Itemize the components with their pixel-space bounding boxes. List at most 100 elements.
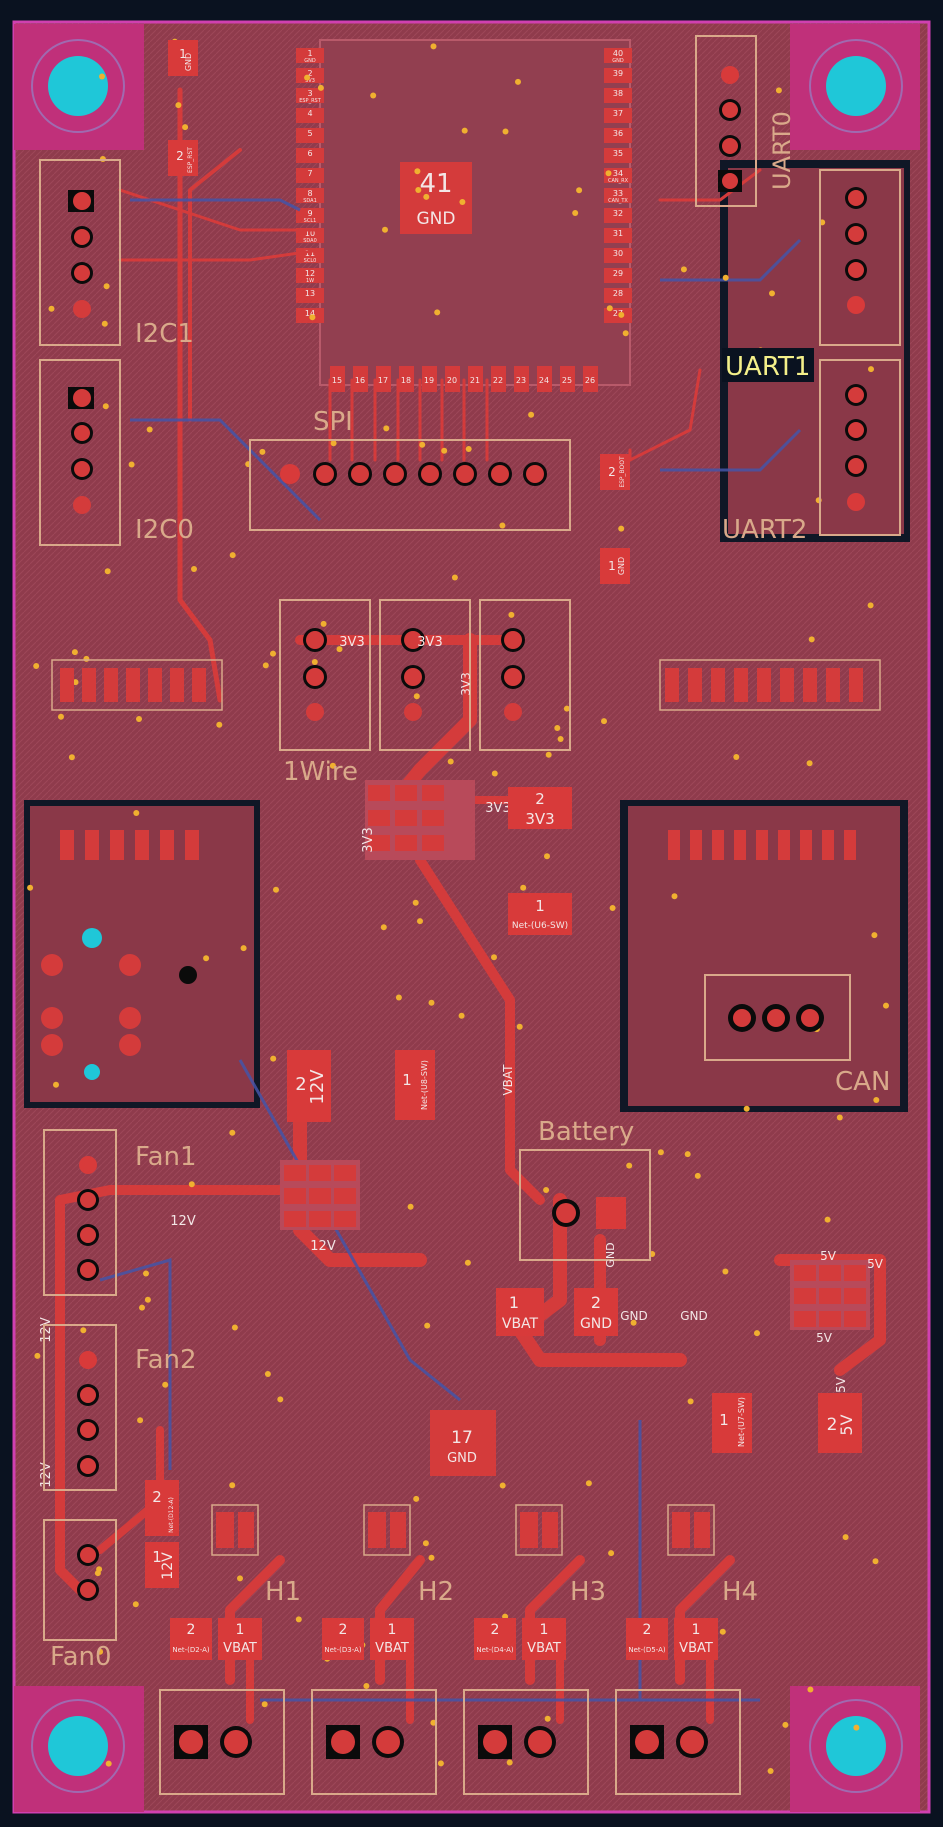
svg-text:28: 28 xyxy=(613,289,623,298)
svg-text:23: 23 xyxy=(516,376,526,385)
svg-text:Net-(D3-A): Net-(D3-A) xyxy=(324,1646,362,1654)
via xyxy=(873,1097,880,1103)
mounting-hole-bl xyxy=(14,1686,144,1812)
module-pin: 36 xyxy=(604,128,632,143)
via xyxy=(105,1760,112,1767)
via xyxy=(415,187,422,193)
via xyxy=(572,210,579,216)
svg-text:25: 25 xyxy=(562,376,572,385)
svg-text:VBAT: VBAT xyxy=(679,1641,713,1656)
via xyxy=(413,693,420,700)
via xyxy=(601,718,607,725)
svg-text:35: 35 xyxy=(613,149,623,158)
svg-text:2: 2 xyxy=(591,1293,601,1312)
module-pin: 5 xyxy=(296,128,324,143)
via xyxy=(71,649,78,656)
via xyxy=(807,1686,814,1693)
via xyxy=(99,73,105,80)
via xyxy=(680,266,687,273)
module-pin: 26 xyxy=(583,366,598,392)
label-fan2: Fan2 xyxy=(135,1345,197,1375)
svg-text:33: 33 xyxy=(613,189,623,198)
via xyxy=(317,84,324,91)
via xyxy=(94,1570,101,1577)
svg-text:26: 26 xyxy=(585,376,595,385)
via xyxy=(657,1149,664,1156)
svg-text:17: 17 xyxy=(378,376,388,385)
via xyxy=(424,1322,431,1329)
svg-text:1: 1 xyxy=(608,559,616,573)
via xyxy=(458,1012,465,1019)
svg-text:18: 18 xyxy=(401,376,411,385)
svg-text:2: 2 xyxy=(152,1488,162,1506)
svg-text:31: 31 xyxy=(613,229,623,238)
svg-text:6: 6 xyxy=(307,149,312,158)
svg-text:1: 1 xyxy=(179,47,187,61)
via xyxy=(754,1330,760,1337)
via xyxy=(146,426,153,433)
via xyxy=(103,283,110,290)
svg-text:VBAT: VBAT xyxy=(527,1641,561,1656)
net-5v-b: 5V xyxy=(867,1257,884,1271)
via xyxy=(520,884,527,891)
svg-text:GND: GND xyxy=(447,1451,477,1466)
label-fan1: Fan1 xyxy=(135,1142,197,1172)
via xyxy=(370,92,377,99)
svg-text:CAN_RX: CAN_RX xyxy=(608,178,629,184)
mounting-hole-tr xyxy=(790,24,920,150)
svg-text:1: 1 xyxy=(388,1622,397,1638)
via xyxy=(782,1721,789,1728)
via xyxy=(464,1259,471,1266)
regulator-5v xyxy=(790,1260,870,1330)
via xyxy=(437,1760,444,1767)
via xyxy=(162,1381,169,1388)
via xyxy=(836,1114,843,1121)
net-12v-b: 12V xyxy=(310,1239,336,1254)
svg-text:2: 2 xyxy=(176,149,184,163)
mounting-hole-br xyxy=(790,1686,920,1812)
module-pin: 24 xyxy=(537,366,552,392)
svg-text:20: 20 xyxy=(447,376,457,385)
via xyxy=(428,999,435,1006)
svg-text:VBAT: VBAT xyxy=(375,1641,409,1656)
net-5v-a: 5V xyxy=(820,1249,837,1263)
left-ic-array xyxy=(41,659,223,1080)
svg-text:15: 15 xyxy=(332,376,342,385)
via xyxy=(585,1480,592,1487)
via xyxy=(557,736,564,742)
module-pin: 23 xyxy=(514,366,529,392)
svg-text:36: 36 xyxy=(613,129,623,138)
via xyxy=(576,187,583,194)
svg-text:Net-(U8-SW): Net-(U8-SW) xyxy=(420,1060,429,1110)
via xyxy=(191,566,197,572)
svg-text:1: 1 xyxy=(236,1622,245,1638)
label-uart1: UART1 xyxy=(725,352,810,382)
module-pin: 4 xyxy=(296,108,324,123)
via xyxy=(423,193,430,200)
via xyxy=(175,102,182,109)
svg-text:2: 2 xyxy=(339,1622,348,1638)
via xyxy=(80,1327,87,1334)
regulator-12v xyxy=(280,1160,360,1230)
via xyxy=(722,274,729,281)
via xyxy=(491,954,497,961)
net-5v-c: 5V xyxy=(816,1331,833,1345)
testpad-3v3: 2 3V3 xyxy=(508,787,572,829)
svg-text:3V3: 3V3 xyxy=(305,78,315,84)
via xyxy=(872,1558,879,1565)
svg-text:2: 2 xyxy=(295,1074,306,1095)
via xyxy=(229,552,236,559)
svg-text:24: 24 xyxy=(539,376,549,385)
svg-text:22: 22 xyxy=(493,376,503,385)
testpad-u7-sw: 1 Net-(U7-SW) xyxy=(712,1393,752,1453)
via xyxy=(808,636,815,643)
module-pin: 22 xyxy=(491,366,506,392)
net-3v3-reg: 3V3 xyxy=(485,801,510,816)
module-pin: 39 xyxy=(604,68,632,83)
